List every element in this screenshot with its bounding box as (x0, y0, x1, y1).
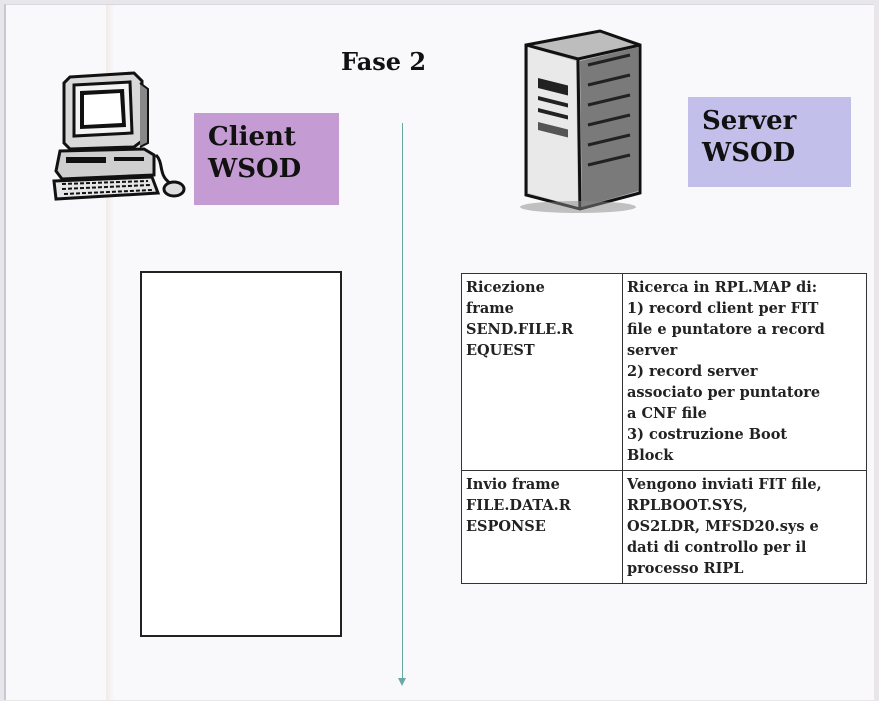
client-label: Client WSOD (194, 113, 339, 205)
server-steps-table: Ricezione frame SEND.FILE.R EQUEST Ricer… (461, 273, 867, 584)
client-label-line2: WSOD (208, 154, 302, 184)
server-tower-icon (520, 29, 642, 213)
client-label-line1: Client (208, 122, 296, 152)
step-event-cell: Ricezione frame SEND.FILE.R EQUEST (461, 273, 623, 471)
step-action-cell: Ricerca in RPL.MAP di: 1) record client … (622, 273, 867, 471)
table-row: Ricezione frame SEND.FILE.R EQUEST Ricer… (461, 273, 867, 471)
server-label-line1: Server (702, 106, 797, 136)
server-label-line2: WSOD (702, 138, 796, 168)
desktop-computer-icon (52, 71, 186, 201)
client-panel (140, 271, 342, 637)
slide: Fase 2 Client WSOD Ser (4, 4, 874, 700)
slide-title: Fase 2 (341, 47, 427, 76)
timeline-arrow-line (402, 123, 403, 678)
timeline-arrow-head (398, 678, 406, 686)
server-label: Server WSOD (688, 97, 851, 187)
step-event-cell: Invio frame FILE.DATA.R ESPONSE (461, 470, 623, 584)
step-action-cell: Vengono inviati FIT file, RPLBOOT.SYS, O… (622, 470, 867, 584)
table-row: Invio frame FILE.DATA.R ESPONSE Vengono … (461, 470, 867, 584)
